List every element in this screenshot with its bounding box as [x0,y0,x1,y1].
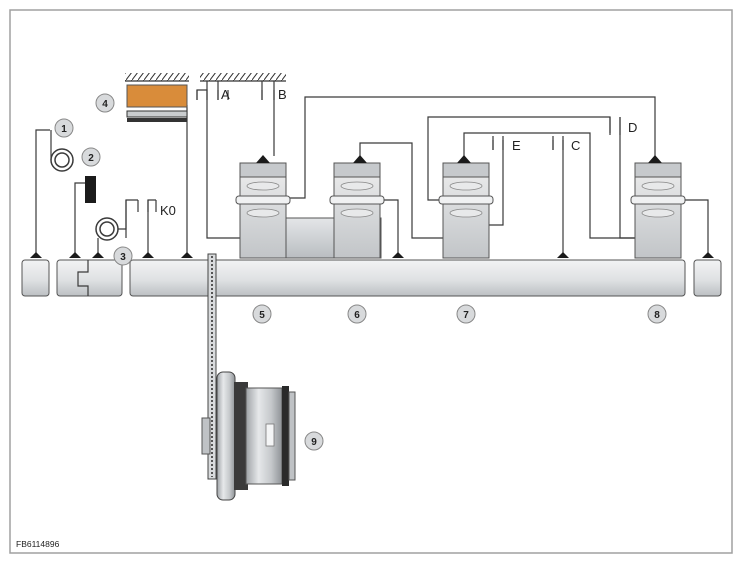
callout-1: 1 [54,118,74,138]
clutch-d [609,117,621,135]
label-d: D [628,120,637,135]
shaft-junction-markers [30,252,714,258]
label-k0: K0 [160,203,176,218]
svg-text:3: 3 [120,252,126,263]
svg-text:8: 8 [654,310,660,321]
ground-housing-ab [200,73,286,90]
coupling-element [56,259,123,297]
callout-7: 7 [456,304,476,324]
clutch-e [492,136,504,150]
planetary-gearset-6 [329,155,385,259]
input-stub-left [21,259,50,297]
svg-text:6: 6 [354,310,360,321]
svg-text:4: 4 [102,99,108,110]
ground-housing-4 [125,73,189,82]
planetary-gearset-8 [630,155,686,259]
label-b: B [278,87,287,102]
clutch-k0 [125,200,157,212]
callout-4: 4 [95,93,115,113]
clutch-c [552,136,564,150]
element-2-block [85,176,96,203]
clutch-b [261,90,275,100]
clutch-a [196,90,229,100]
callout-5: 5 [252,304,272,324]
drive-chain [207,253,217,480]
brake-plate [126,110,188,118]
callout-8: 8 [647,304,667,324]
label-e: E [512,138,521,153]
callout-3: 3 [113,246,133,266]
callout-9: 9 [304,431,324,451]
label-a: A [221,87,230,102]
svg-text:9: 9 [311,437,317,448]
output-stub-right [693,259,722,297]
planetary-gearset-7 [438,155,494,259]
svg-text:1: 1 [61,124,67,135]
figure-id: FB6114896 [16,539,60,549]
callout-6: 6 [347,304,367,324]
main-shaft [129,259,686,297]
svg-text:2: 2 [88,153,94,164]
brake-4 [126,84,188,122]
label-c: C [571,138,580,153]
output-drum-9 [201,371,296,501]
spring-3 [95,212,127,241]
callout-2: 2 [81,147,101,167]
svg-text:7: 7 [463,310,469,321]
brake-pad [126,84,188,108]
spring-1 [50,130,74,172]
svg-text:5: 5 [259,310,265,321]
